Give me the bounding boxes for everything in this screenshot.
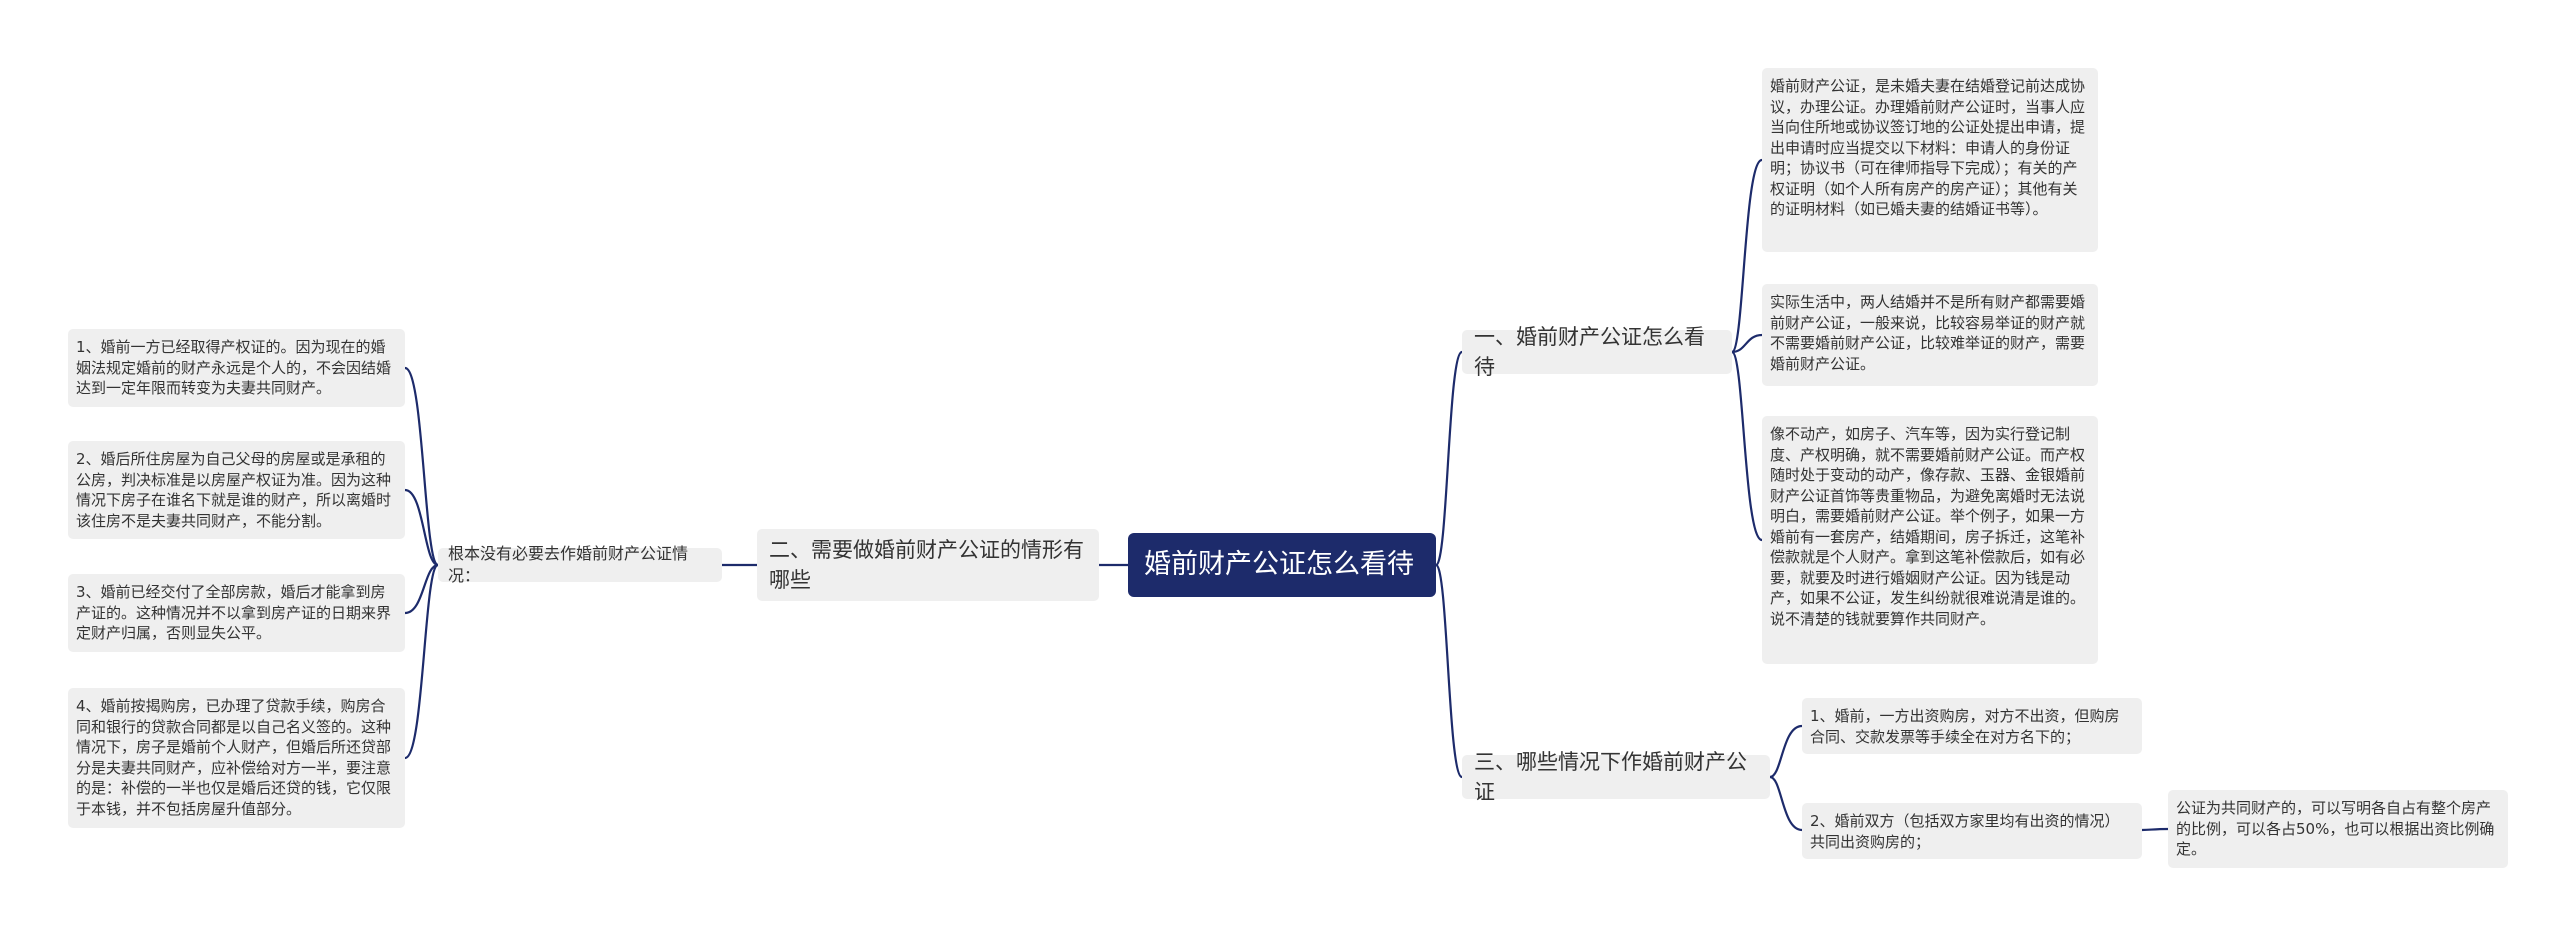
leaf-joint-property-ratio[interactable]: 公证为共同财产的，可以写明各自占有整个房产的比例，可以各占50%，也可以根据出资… <box>2168 790 2508 868</box>
branch-situations-requiring[interactable]: 二、需要做婚前财产公证的情形有哪些 <box>757 529 1099 601</box>
connector-mid-leaf-3 <box>404 563 439 615</box>
leaf-movable-property[interactable]: 像不动产，如房子、汽车等，因为实行登记制度、产权明确，就不需要婚前财产公证。而产… <box>1762 416 2098 664</box>
connector-b1-leaf-2 <box>1731 333 1763 354</box>
leaf-mortgage[interactable]: 4、婚前按揭购房，已办理了贷款手续，购房合同和银行的贷款合同都是以自己名义签的。… <box>68 688 405 828</box>
leaf-one-party-pays[interactable]: 1、婚前，一方出资购房，对方不出资，但购房合同、交款发票等手续全在对方名下的； <box>1802 698 2142 754</box>
connector-root-branch-1 <box>1434 350 1464 567</box>
leaf-property-certificate[interactable]: 1、婚前一方已经取得产权证的。因为现在的婚姻法规定婚前的财产永远是个人的，不会因… <box>68 329 405 407</box>
connector-mid-leaf-2 <box>404 488 439 567</box>
connector-b3-leaf-1 <box>1769 724 1803 779</box>
branch-when-to-notarize[interactable]: 三、哪些情况下作婚前财产公证 <box>1462 750 1770 804</box>
leaf-parents-house[interactable]: 2、婚后所住房屋为自己父母的房屋或是承租的公房，判决标准是以房屋产权证为准。因为… <box>68 441 405 539</box>
connector-b1-leaf-3 <box>1730 350 1763 542</box>
leaf-not-all-property[interactable]: 实际生活中，两人结婚并不是所有财产都需要婚前财产公证，一般来说，比较容易举证的财… <box>1762 284 2098 386</box>
connector-root-branch-3 <box>1434 563 1464 779</box>
leaf-joint-purchase[interactable]: 2、婚前双方（包括双方家里均有出资的情况）共同出资购房的； <box>1802 803 2142 859</box>
connector-b3-subleaf <box>2141 827 2169 832</box>
connector-b3-leaf-2 <box>1769 775 1803 832</box>
connector-mid-leaf-4 <box>404 563 440 760</box>
branch-how-to-view[interactable]: 一、婚前财产公证怎么看待 <box>1462 325 1732 379</box>
connector-mid-leaf-1 <box>404 366 440 567</box>
mid-no-need-cases[interactable]: 根本没有必要去作婚前财产公证情况： <box>438 544 722 585</box>
connector-b1-leaf-1 <box>1730 158 1763 354</box>
root-topic[interactable]: 婚前财产公证怎么看待 <box>1128 533 1436 597</box>
leaf-notarization-procedure[interactable]: 婚前财产公证，是未婚夫妻在结婚登记前达成协议，办理公证。办理婚前财产公证时，当事… <box>1762 68 2098 252</box>
leaf-full-payment[interactable]: 3、婚前已经交付了全部房款，婚后才能拿到房产证的。这种情况并不以拿到房产证的日期… <box>68 574 405 652</box>
